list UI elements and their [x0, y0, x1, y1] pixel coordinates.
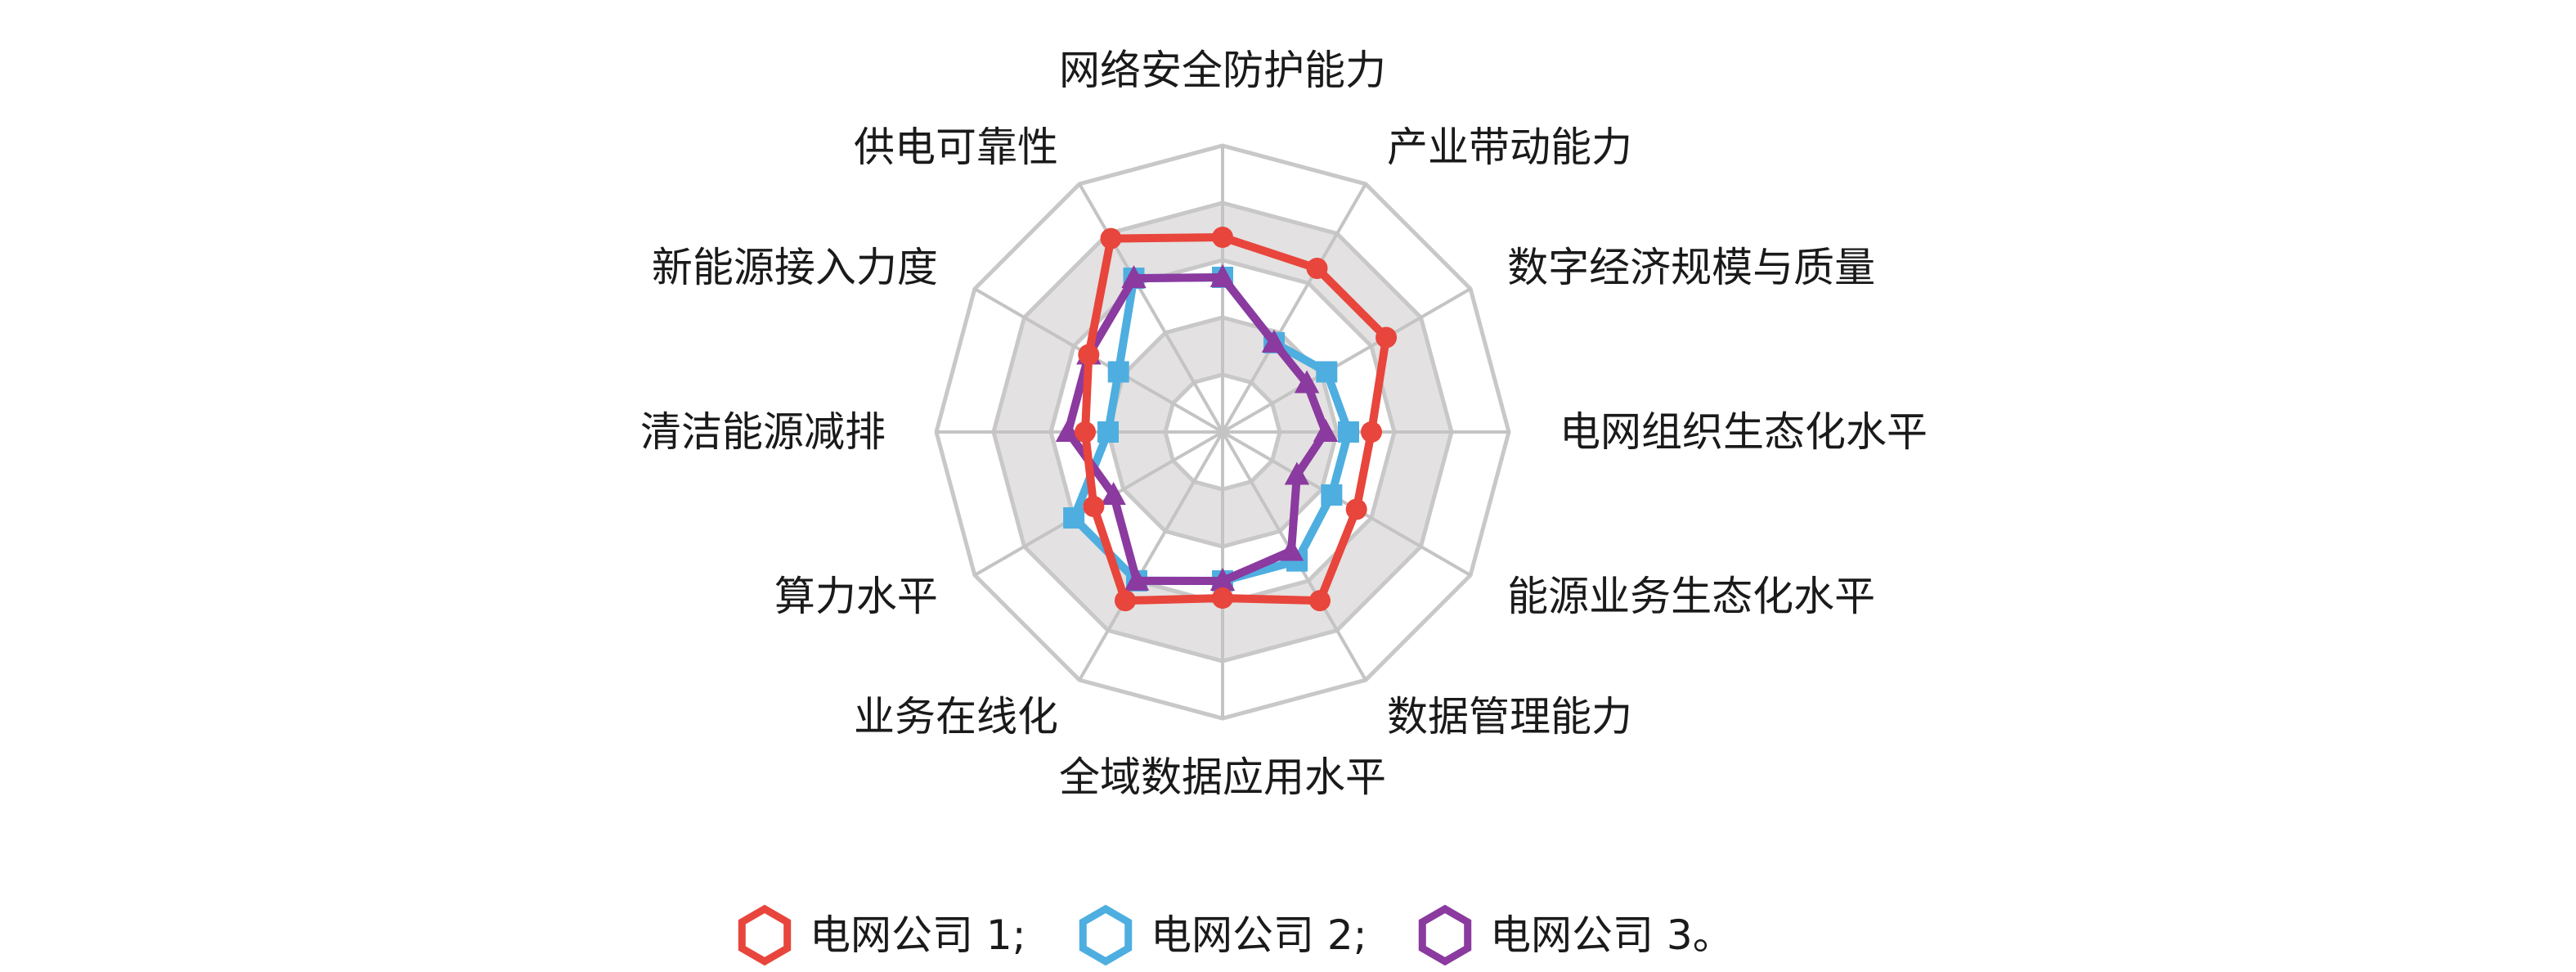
axis-label: 全域数据应用水平	[1059, 754, 1386, 801]
data-point	[1115, 590, 1136, 612]
data-point	[1078, 344, 1100, 366]
legend-swatch	[738, 904, 792, 966]
radar-spoke	[1221, 182, 1367, 434]
data-point	[1107, 361, 1129, 383]
data-point	[1097, 421, 1119, 443]
data-point	[1338, 421, 1359, 443]
radar-spoke	[1221, 287, 1472, 434]
data-point	[1212, 227, 1233, 248]
data-point	[1261, 329, 1287, 353]
data-point	[1101, 482, 1126, 505]
data-point	[1376, 326, 1398, 349]
radar-spoke	[1078, 430, 1224, 682]
data-point	[1278, 538, 1304, 561]
data-point	[1345, 498, 1367, 520]
axis-label: 电网组织生态化水平	[1560, 408, 1928, 456]
data-point	[1209, 264, 1236, 287]
data-point	[1075, 421, 1096, 443]
axis-labels: 网络安全防护能力产业带动能力数字经济规模与质量电网组织生态化水平能源业务生态化水…	[640, 47, 1928, 801]
axis-label: 网络安全防护能力	[1059, 47, 1386, 94]
data-point	[1083, 496, 1105, 517]
data-point	[1361, 421, 1382, 443]
legend: 电网公司 1; 电网公司 2; 电网公司 3。	[738, 904, 1734, 966]
data-point	[1209, 568, 1236, 591]
data-point	[1100, 227, 1122, 250]
radar-spoke	[1221, 430, 1472, 577]
axis-label: 数据管理能力	[1387, 693, 1632, 740]
legend-label: 电网公司 1;	[810, 911, 1026, 959]
series-1	[1075, 227, 1398, 612]
data-point	[1121, 265, 1147, 289]
data-point	[1321, 484, 1343, 506]
radar-spoke	[1078, 182, 1224, 434]
axis-label: 新能源接入力度	[652, 244, 938, 291]
axis-label: 算力水平	[774, 573, 938, 620]
axis-label: 能源业务生态化水平	[1507, 573, 1875, 620]
data-point	[1284, 461, 1310, 485]
data-point	[1124, 567, 1150, 591]
axis-label: 业务在线化	[854, 693, 1058, 740]
data-point	[1063, 507, 1085, 529]
data-point	[1294, 370, 1320, 394]
legend-item-1: 电网公司 1;	[738, 904, 1026, 966]
axis-label: 供电可靠性	[854, 124, 1058, 171]
data-point	[1309, 590, 1331, 612]
axis-label: 清洁能源减排	[640, 408, 886, 456]
data-point	[1212, 587, 1233, 609]
legend-swatch	[1418, 904, 1472, 966]
legend-item-2: 电网公司 2;	[1079, 904, 1367, 966]
legend-label: 电网公司 2;	[1151, 911, 1367, 959]
legend-label: 电网公司 3。	[1490, 911, 1734, 959]
legend-swatch	[1079, 904, 1133, 966]
data-point	[1316, 361, 1338, 383]
legend-item-3: 电网公司 3。	[1418, 904, 1734, 966]
data-point	[1055, 419, 1081, 442]
axis-label: 数字经济规模与质量	[1507, 244, 1875, 291]
axis-label: 产业带动能力	[1387, 124, 1632, 171]
radar-series	[1055, 227, 1398, 612]
data-point	[1306, 257, 1328, 279]
data-point	[1313, 419, 1339, 442]
